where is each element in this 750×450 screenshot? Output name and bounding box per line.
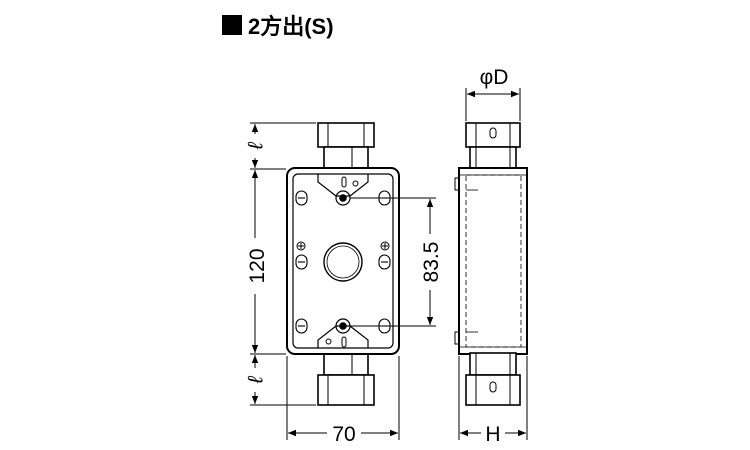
bottom-connector [317,352,375,406]
center-knockout [323,242,363,282]
dim-83-5-label: 83.5 [420,242,443,283]
dim-ell-bottom-label: ℓ [245,375,268,384]
dim-ell-top-label: ℓ [245,141,268,150]
front-view [286,122,400,406]
page-title-wrap: 2方出(S) [222,10,334,40]
page-title: 2方出(S) [248,14,334,39]
dim-h-label: H [485,423,500,446]
dim-120-label: 120 [246,248,269,283]
square-bullet-icon [222,15,242,35]
cross-holes [296,241,390,251]
dim-phi-d-label: φD [480,66,509,89]
box-outer [286,167,400,355]
top-connector [317,122,375,170]
dim-70-label: 70 [332,423,355,446]
side-view [454,122,528,406]
side-body [458,167,528,355]
box-inner [292,173,394,349]
